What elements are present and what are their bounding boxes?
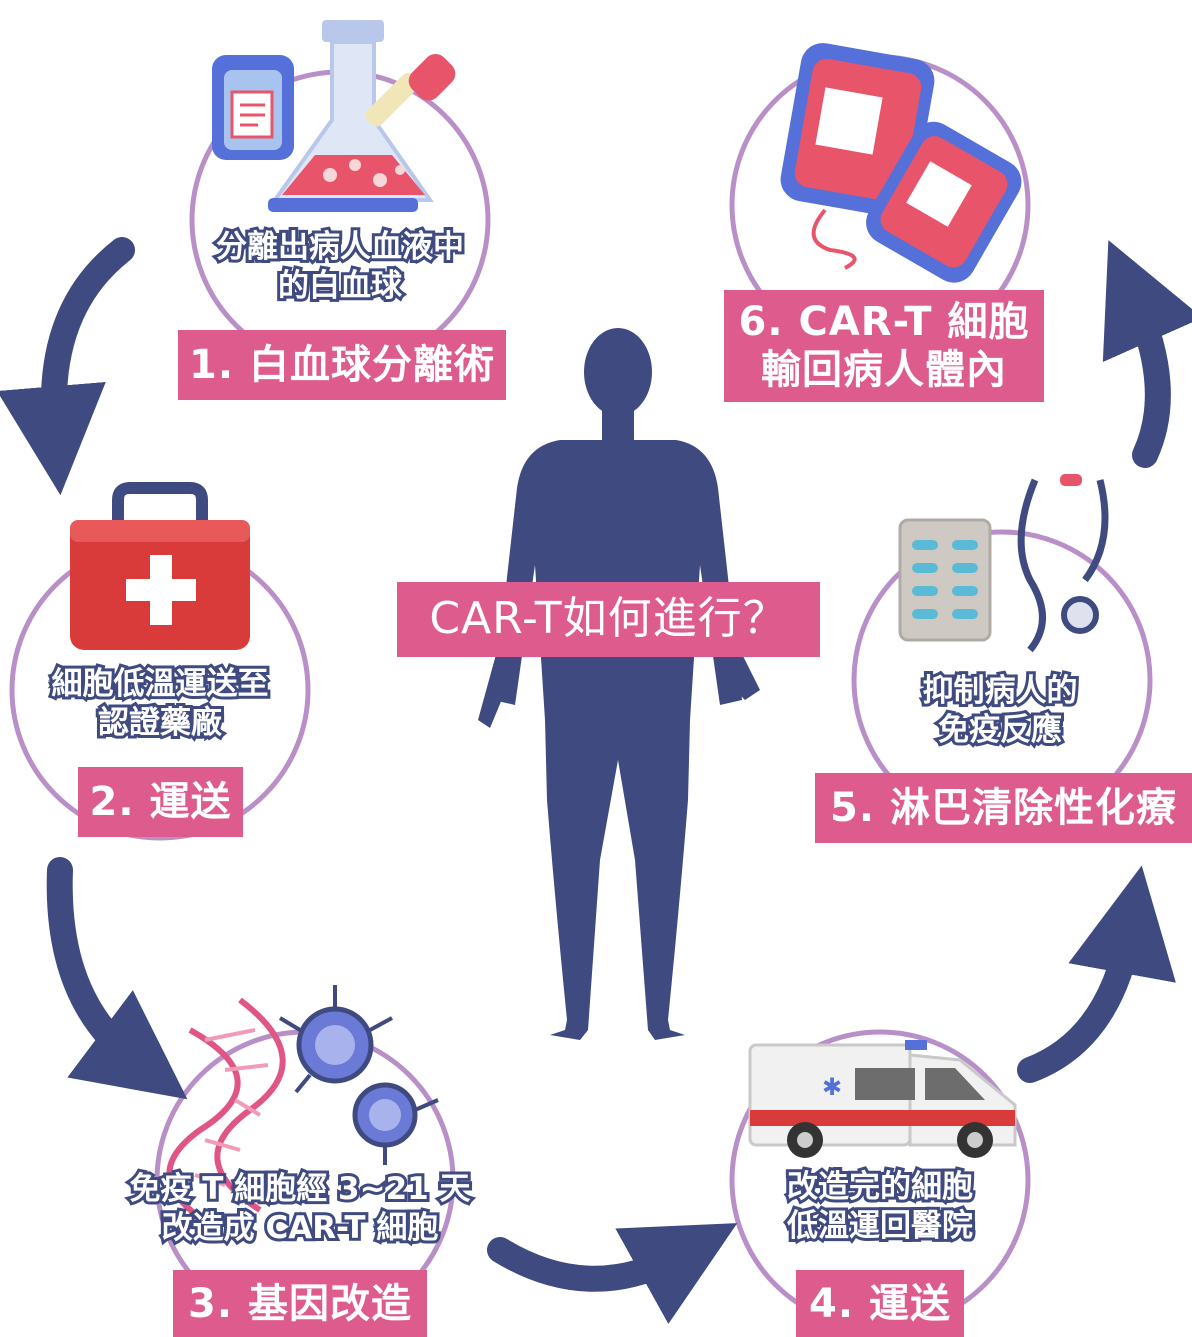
step1-desc-line2: 的白血球 xyxy=(275,265,405,307)
ambulance-icon: ✱ xyxy=(748,1040,1017,1158)
step4-label: 4. 運送 xyxy=(796,1270,964,1337)
blood-bag-flask-icon xyxy=(212,20,456,212)
step3-label: 3. 基因改造 xyxy=(173,1270,427,1337)
svg-text:✱: ✱ xyxy=(822,1073,842,1101)
step3-description: 免疫 T 細胞經 3~21 天 改造成 CAR-T 細胞 xyxy=(90,1168,510,1249)
step2-desc-line1: 細胞低溫運送至 xyxy=(49,663,272,705)
pills-stethoscope-icon xyxy=(898,474,1109,653)
step5-desc-line1: 抑制病人的 xyxy=(920,670,1081,712)
step4-description: 改造完的細胞 低溫運回醫院 xyxy=(740,1166,1020,1247)
step5-desc-line2: 免疫反應 xyxy=(935,709,1065,751)
blood-bags-icon xyxy=(780,43,1022,283)
human-silhouette-icon xyxy=(478,328,760,1040)
step1-label: 1. 白血球分離術 xyxy=(178,330,506,400)
arrow-5-to-6 xyxy=(1102,240,1192,468)
step4-desc-line1: 改造完的細胞 xyxy=(784,1166,976,1208)
step6-label: 6. CAR-T 細胞 輸回病人體內 xyxy=(724,290,1044,402)
arrow-2-to-3 xyxy=(46,857,188,1100)
first-aid-kit-icon xyxy=(70,482,250,650)
step5-label: 5. 淋巴清除性化療 xyxy=(815,773,1192,843)
arrow-4-to-5 xyxy=(1017,865,1176,1083)
center-title: CAR-T如何進行？ xyxy=(397,582,820,657)
arrow-1-to-2 xyxy=(0,237,135,496)
step5-description: 抑制病人的 免疫反應 xyxy=(850,670,1150,751)
step1-description: 分離出病人血液中 的白血球 xyxy=(170,226,510,307)
dna-cell-icon xyxy=(166,985,439,1233)
step6-label-line1: 6. CAR-T 細胞 xyxy=(738,299,1030,345)
step3-desc-line2: 改造成 CAR-T 細胞 xyxy=(159,1207,442,1249)
step6-label-line2: 輸回病人體內 xyxy=(761,347,1007,393)
step3-desc-line1: 免疫 T 細胞經 3~21 天 xyxy=(127,1168,474,1210)
step2-description: 細胞低溫運送至 認證藥廠 xyxy=(0,663,320,744)
step4-desc-line2: 低溫運回醫院 xyxy=(784,1205,976,1247)
step2-label: 2. 運送 xyxy=(78,767,243,837)
step1-desc-line1: 分離出病人血液中 xyxy=(213,226,467,268)
step2-desc-line2: 認證藥廠 xyxy=(95,702,225,744)
arrow-3-to-4 xyxy=(487,1223,738,1324)
